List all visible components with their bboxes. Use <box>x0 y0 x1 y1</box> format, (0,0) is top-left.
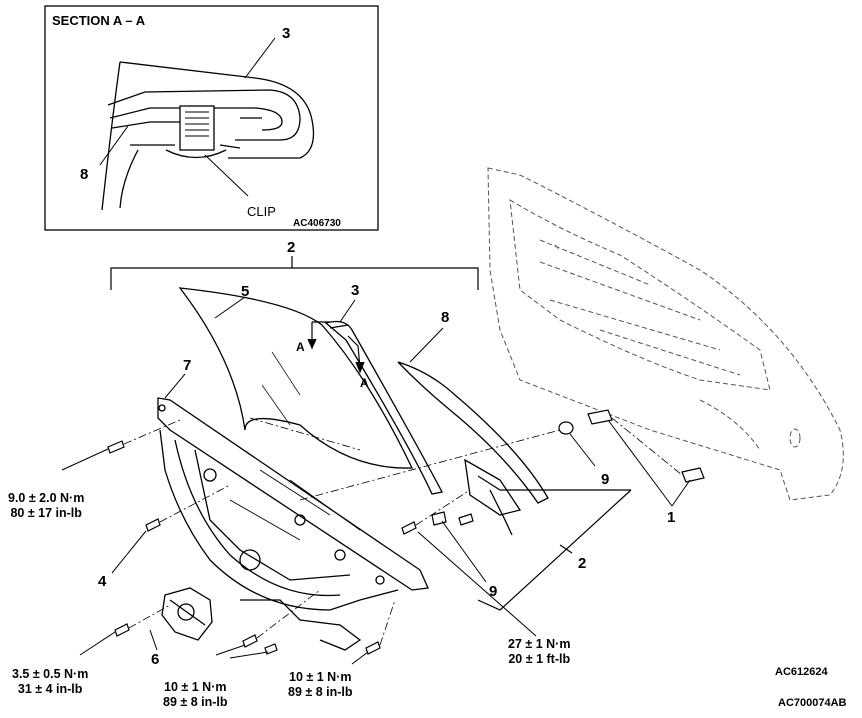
assembly-bracket-top <box>110 256 479 290</box>
section-callout-8: 8 <box>80 166 89 183</box>
callout-motor: 6 <box>151 651 160 668</box>
section-inset-frame <box>44 5 379 231</box>
callout-assembly-right: 2 <box>578 555 587 572</box>
torque-3-inlb: 89 ± 8 in-lb <box>163 695 228 709</box>
callout-grommet: 9 <box>601 471 610 488</box>
torque-2-nm: 3.5 ± 0.5 N·m <box>12 667 89 681</box>
section-arrows <box>307 321 365 374</box>
callout-glass: 5 <box>241 283 250 300</box>
torque-4-inlb: 89 ± 8 in-lb <box>288 685 353 699</box>
torque-4-nm: 10 ± 1 N·m <box>289 670 352 684</box>
callout-trim: 1 <box>667 509 676 526</box>
torque-5-ftlb: 20 ± 1 ft-lb <box>508 652 571 666</box>
mounting-bolts <box>107 409 705 655</box>
callout-regulator: 7 <box>183 357 192 374</box>
callout-assembly-top: 2 <box>287 239 296 256</box>
torque-1-inlb: 80 ± 17 in-lb <box>10 506 82 520</box>
callout-sash: 8 <box>441 309 450 326</box>
sheet-code: AC700074AB <box>778 697 847 709</box>
callout-channel: 3 <box>351 282 360 299</box>
glass-run-channel <box>324 320 443 495</box>
figure-code: AC612624 <box>775 666 828 678</box>
torque-spec-sash-bolt: 27 ± 1 N·m 20 ± 1 ft-lb <box>508 637 570 667</box>
section-code: AC406730 <box>293 218 341 229</box>
torque-2-inlb: 31 ± 4 in-lb <box>17 682 83 696</box>
torque-spec-motor-bolt: 3.5 ± 0.5 N·m 31 ± 4 in-lb <box>12 667 88 697</box>
section-inset-drawing <box>99 37 315 211</box>
torque-1-nm: 9.0 ± 2.0 N·m <box>8 491 85 505</box>
window-motor <box>161 587 213 641</box>
callout-clip-9: 9 <box>489 583 498 600</box>
section-arrow-a-right: A <box>360 376 369 390</box>
assembly-bracket-right <box>477 475 632 611</box>
door-glass <box>178 287 414 469</box>
door-panel-outline <box>487 167 844 501</box>
section-callout-3: 3 <box>282 25 291 42</box>
section-arrow-a-left: A <box>296 340 305 354</box>
rear-sash-channel <box>397 361 549 536</box>
alignment-lines <box>123 417 683 646</box>
torque-spec-upper-bolt: 9.0 ± 2.0 N·m 80 ± 17 in-lb <box>8 491 84 521</box>
torque-3-nm: 10 ± 1 N·m <box>164 680 227 694</box>
torque-5-nm: 27 ± 1 N·m <box>508 637 571 651</box>
torque-spec-rail-bolt: 10 ± 1 N·m 89 ± 8 in-lb <box>288 670 353 700</box>
window-regulator-carrier <box>157 397 429 651</box>
callout-bolt-left: 4 <box>98 573 107 590</box>
callout-leaders <box>61 296 691 665</box>
torque-spec-lower-bolts: 10 ± 1 N·m 89 ± 8 in-lb <box>163 680 228 710</box>
section-title: SECTION A – A <box>52 13 146 28</box>
section-clip-label: CLIP <box>247 204 276 219</box>
